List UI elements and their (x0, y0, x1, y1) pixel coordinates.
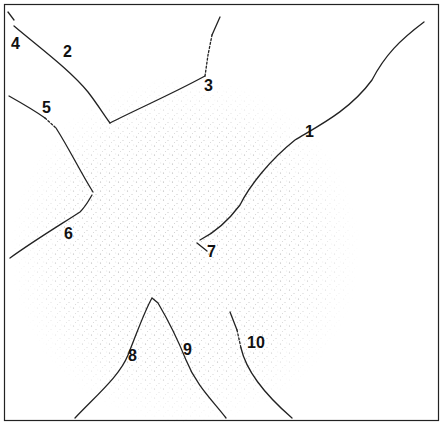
callout-number: 2 (63, 44, 72, 60)
callout-number: 10 (247, 335, 265, 351)
dendrite-line (9, 96, 45, 118)
callout-number: 1 (305, 124, 314, 140)
dendrite-line (212, 17, 220, 35)
callout-number: 5 (42, 100, 51, 116)
callout-number: 7 (207, 244, 216, 260)
dendrite-line (230, 312, 237, 330)
callout-number: 4 (11, 36, 20, 52)
dendrite-line (10, 195, 92, 258)
dendrite-line (110, 76, 205, 123)
callout-number: 9 (183, 342, 192, 358)
callout-number: 6 (64, 226, 73, 242)
stipple (0, 60, 380, 425)
dendrite-line (14, 26, 110, 123)
dendrite-line (237, 330, 241, 348)
callout-number: 3 (204, 78, 213, 94)
dendrite-line (205, 35, 212, 76)
dendrite-line (241, 348, 292, 418)
dendrite-line (75, 298, 226, 418)
callout-number: 8 (128, 348, 137, 364)
dendrite-line (56, 128, 93, 192)
axon-line (200, 22, 424, 240)
dendrite-line (8, 12, 14, 20)
short-line (197, 243, 207, 251)
dendrite-line (45, 118, 56, 128)
